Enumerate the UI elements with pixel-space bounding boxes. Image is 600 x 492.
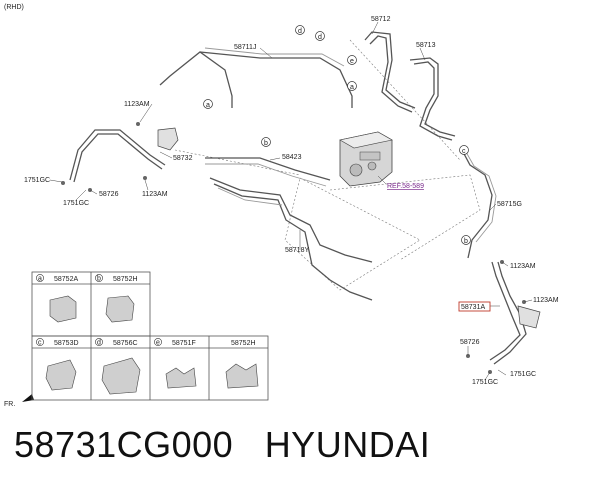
svg-text:58752H: 58752H	[113, 276, 138, 283]
brand-name: HYUNDAI	[264, 424, 431, 465]
callout-a-1: a	[347, 81, 357, 91]
brake-pipe-58718y	[209, 177, 373, 301]
label-58712: 58712	[371, 16, 391, 23]
label-58718y: 58718Y	[285, 247, 309, 254]
front-label: FR.	[4, 401, 15, 408]
svg-text:58751F: 58751F	[172, 340, 196, 347]
table-cell-d: d 58756C	[95, 338, 141, 395]
front-direction-indicator: FR.	[4, 394, 34, 408]
label-58732: 58732	[173, 155, 193, 162]
clip-table: a 58752A b 58752H c 58753D d 58756C e 58…	[31, 271, 269, 401]
label-1751gc-c: 1751GC	[472, 379, 498, 386]
svg-text:58753D: 58753D	[54, 340, 79, 347]
label-1751gc-b: 1751GC	[63, 200, 89, 207]
brake-pipe-58713	[409, 57, 456, 141]
label-1751gc-d: 1751GC	[510, 371, 536, 378]
label-1751gc-a: 1751GC	[24, 177, 50, 184]
svg-text:e: e	[350, 58, 354, 65]
ref-link-58-589[interactable]: REF.58-589	[387, 183, 424, 190]
svg-text:d: d	[97, 340, 101, 347]
svg-text:d: d	[318, 34, 322, 41]
callout-a-2: a	[203, 99, 213, 109]
label-58715g: 58715G	[497, 201, 522, 208]
table-cell-b: b 58752H	[95, 274, 138, 323]
part-number: 58731CG000	[14, 424, 234, 465]
reference-outlines	[174, 39, 481, 291]
callouts: d d e a a b c b	[203, 25, 471, 245]
svg-text:e: e	[156, 340, 160, 347]
label-58731a-box[interactable]: 58731A	[458, 301, 491, 312]
brake-pipe-58715g	[461, 149, 497, 259]
table-cell-e: e 58751F	[154, 338, 197, 389]
svg-text:b: b	[264, 140, 268, 147]
label-58423: 58423	[282, 154, 302, 161]
table-cell-f: 58752H	[225, 340, 259, 389]
variant-label: (RHD)	[4, 4, 24, 11]
svg-text:c: c	[38, 340, 42, 347]
part-number-footer: 58731CG000 HYUNDAI	[14, 424, 430, 466]
callout-c-1: c	[459, 145, 469, 155]
brake-pipe-58711j	[159, 47, 353, 108]
label-58726-a: 58726	[99, 191, 119, 198]
brake-hose-58731a	[466, 260, 541, 374]
brake-pipe-58423	[205, 157, 331, 187]
leader-lines	[49, 21, 533, 381]
svg-text:a: a	[206, 102, 210, 109]
callout-b-1: b	[261, 137, 271, 147]
svg-text:c: c	[462, 148, 466, 155]
label-58731a: 58731A	[461, 304, 485, 311]
callout-d-2: d	[315, 31, 325, 41]
svg-text:d: d	[298, 28, 302, 35]
svg-text:a: a	[38, 276, 42, 283]
svg-text:a: a	[350, 84, 354, 91]
svg-text:58752H: 58752H	[231, 340, 256, 347]
svg-text:58752A: 58752A	[54, 276, 78, 283]
svg-text:b: b	[97, 276, 101, 283]
svg-text:b: b	[464, 238, 468, 245]
label-58711j: 58711J	[234, 44, 256, 51]
label-1123am-a: 1123AM	[124, 101, 150, 108]
brake-pipe-58712	[364, 31, 416, 113]
table-cell-a: a 58752A	[36, 274, 78, 323]
label-1123am-d: 1123AM	[533, 297, 559, 304]
arrow-icon	[22, 394, 34, 402]
label-58726-b: 58726	[460, 339, 480, 346]
callout-d-1: d	[295, 25, 305, 35]
table-cell-c: c 58753D	[36, 338, 79, 391]
label-1123am-b: 1123AM	[142, 191, 168, 198]
callout-b-2: b	[461, 235, 471, 245]
abs-module	[339, 131, 393, 187]
svg-text:58756C: 58756C	[113, 340, 138, 347]
brake-line-diagram: (RHD)	[4, 4, 559, 408]
brake-hose-58732	[61, 122, 179, 192]
label-1123am-c: 1123AM	[510, 263, 536, 270]
callout-e-1: e	[347, 55, 357, 65]
label-58713: 58713	[416, 42, 436, 49]
